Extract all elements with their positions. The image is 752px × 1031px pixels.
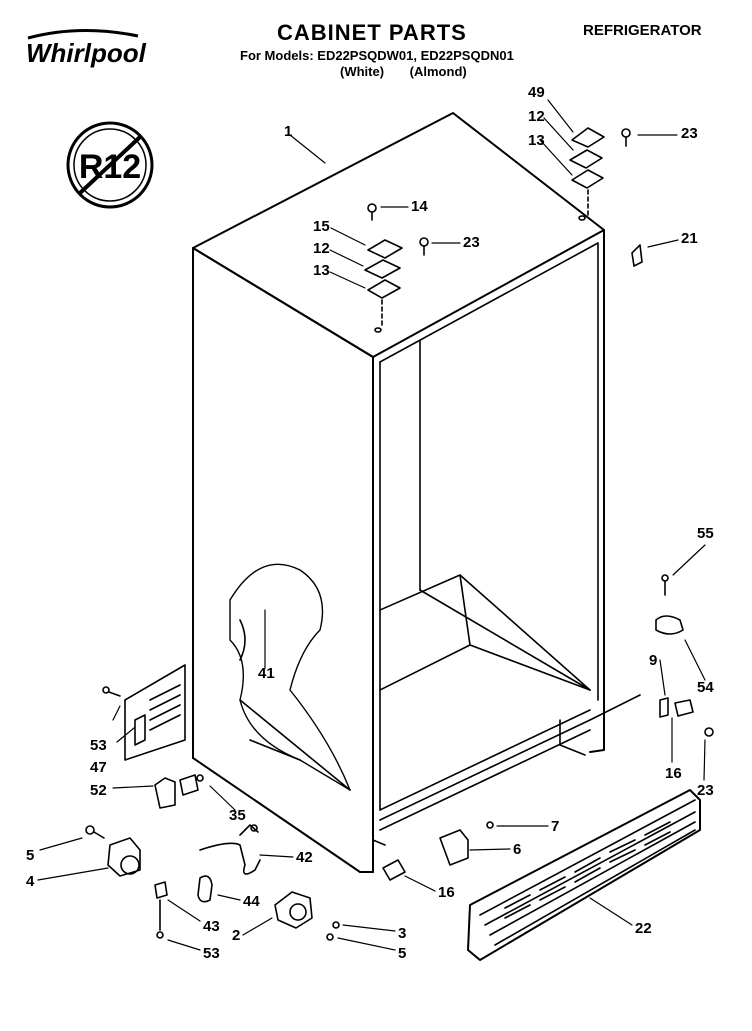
callout-label: 9 xyxy=(649,652,657,669)
callout-label: 7 xyxy=(551,818,559,835)
r12-badge-text: R12 xyxy=(79,148,141,186)
callout-label: 41 xyxy=(258,665,275,682)
callout-label: 49 xyxy=(528,84,545,101)
callout-label: 22 xyxy=(635,920,652,937)
callout-label: 6 xyxy=(513,841,521,858)
callout-label: 44 xyxy=(243,893,260,910)
color-variants: (White) (Almond) xyxy=(340,64,467,79)
clip-and-screw xyxy=(154,875,213,939)
callout-label: 5 xyxy=(26,847,34,864)
callout-label: 23 xyxy=(463,234,480,251)
brand-text: Whirlpool xyxy=(26,38,147,68)
cabinet-body xyxy=(192,112,605,873)
callout-label: 43 xyxy=(203,918,220,935)
water-tube xyxy=(199,824,261,875)
leader-lines xyxy=(37,99,706,951)
r12-badge: R12 xyxy=(66,121,154,209)
top-right-hinge xyxy=(569,127,643,267)
callout-label: 35 xyxy=(229,807,246,824)
callout-label: 23 xyxy=(697,782,714,799)
page-title: CABINET PARTS xyxy=(277,20,467,45)
callout-label: 1 xyxy=(284,123,292,140)
callout-label: 12 xyxy=(313,240,330,257)
callout-label: 16 xyxy=(665,765,682,782)
callout-label: 42 xyxy=(296,849,313,866)
callout-label: 3 xyxy=(398,925,406,942)
variant-almond: (Almond) xyxy=(409,64,467,79)
callout-label: 12 xyxy=(528,108,545,125)
callout-label: 52 xyxy=(90,782,107,799)
callout-label: 16 xyxy=(438,884,455,901)
category-label: REFRIGERATOR xyxy=(583,22,702,39)
callout-label: 13 xyxy=(528,132,545,149)
callout-label: 4 xyxy=(26,873,35,890)
front-brackets xyxy=(382,821,494,881)
callout-label: 23 xyxy=(681,125,698,142)
callout-label: 5 xyxy=(398,945,406,962)
whirlpool-logo: Whirlpool xyxy=(20,28,150,72)
callout-label: 15 xyxy=(313,218,330,235)
callout-label: 13 xyxy=(313,262,330,279)
callout-labels: 1 49 12 13 23 21 14 15 12 23 13 41 55 9 … xyxy=(26,84,714,962)
roller-assembly-left xyxy=(85,825,141,877)
left-bracket xyxy=(154,774,204,809)
top-left-hinge xyxy=(364,203,429,333)
callout-label: 53 xyxy=(203,945,220,962)
callout-label: 55 xyxy=(697,525,714,542)
models-line: For Models: ED22PSQDW01, ED22PSQDN01 xyxy=(240,48,514,63)
roller-assembly-right xyxy=(274,891,340,941)
toe-grille xyxy=(467,789,701,961)
callout-label: 14 xyxy=(411,198,428,215)
right-hinge-parts xyxy=(589,574,714,737)
callout-label: 53 xyxy=(90,737,107,754)
left-control-panel xyxy=(102,664,186,761)
callout-label: 21 xyxy=(681,230,698,247)
callout-label: 2 xyxy=(232,927,240,944)
callout-label: 54 xyxy=(697,679,714,696)
variant-white: (White) xyxy=(340,64,385,79)
callout-label: 47 xyxy=(90,759,107,776)
